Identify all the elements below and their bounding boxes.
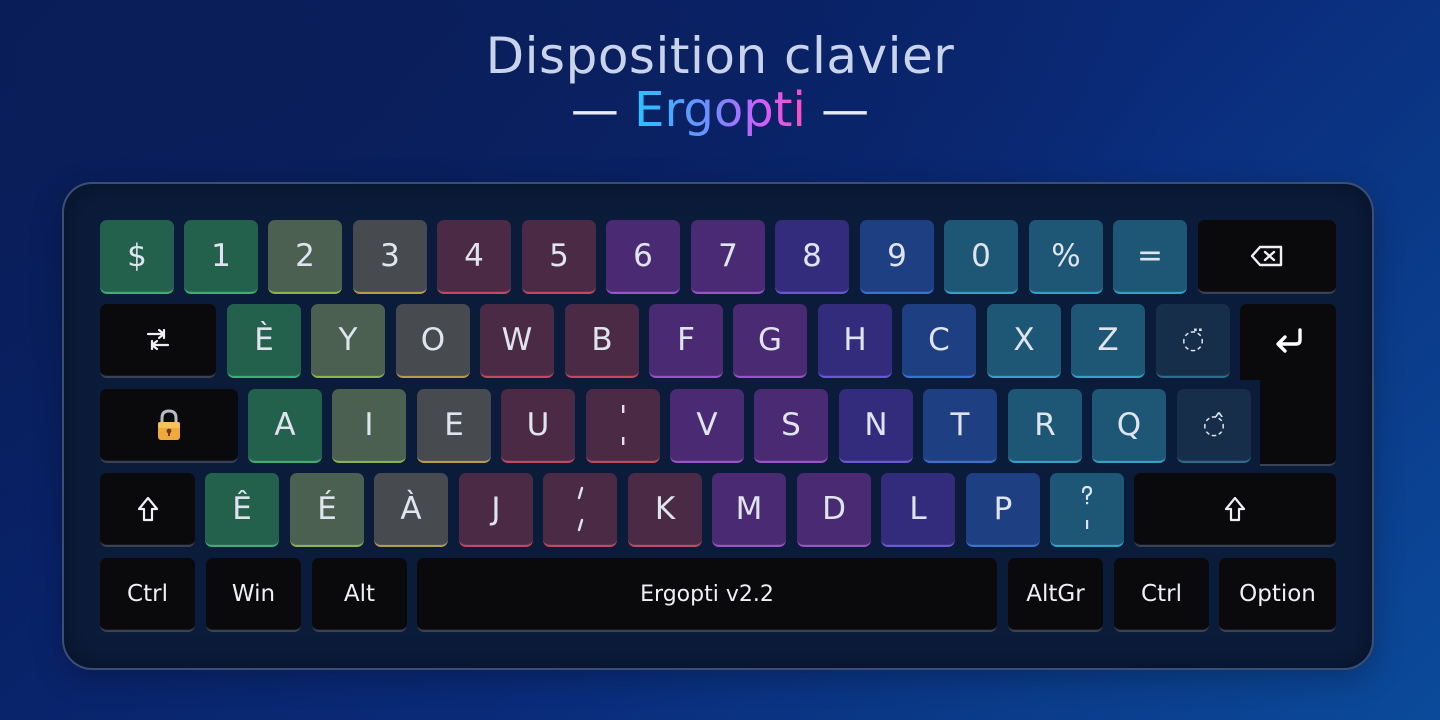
key-d[interactable]: D xyxy=(797,473,871,547)
key-question[interactable] xyxy=(1050,473,1124,547)
key-dead-trema[interactable]: ◌̈ xyxy=(1156,304,1230,378)
altgr-key[interactable]: AltGr xyxy=(1008,558,1103,632)
key-l[interactable]: L xyxy=(881,473,955,547)
key-p[interactable]: P xyxy=(966,473,1040,547)
key-g[interactable]: G xyxy=(733,304,807,378)
key-h[interactable]: H xyxy=(818,304,892,378)
tab-icon xyxy=(146,328,170,351)
key-1[interactable]: 1 xyxy=(184,220,258,294)
key-t[interactable]: T xyxy=(923,389,997,463)
key-semicolon[interactable] xyxy=(543,473,617,547)
key-3[interactable]: 3 xyxy=(353,220,427,294)
key-z[interactable]: Z xyxy=(1071,304,1145,378)
key-4[interactable]: 4 xyxy=(437,220,511,294)
key-equals[interactable]: = xyxy=(1113,220,1187,294)
key-n[interactable]: N xyxy=(839,389,913,463)
tab-key[interactable] xyxy=(100,304,216,378)
shift-icon xyxy=(137,496,158,522)
key-2[interactable]: 2 xyxy=(268,220,342,294)
key-w[interactable]: W xyxy=(480,304,554,378)
title-block: Disposition clavier — Ergopti — xyxy=(0,30,1440,135)
key-e-circumflex[interactable]: Ê xyxy=(205,473,279,547)
key-y[interactable]: Y xyxy=(311,304,385,378)
key-j[interactable]: J xyxy=(459,473,533,547)
key-u[interactable]: U xyxy=(501,389,575,463)
space-key[interactable]: Ergopti v2.2 xyxy=(417,558,997,632)
key-7[interactable]: 7 xyxy=(691,220,765,294)
key-o[interactable]: O xyxy=(396,304,470,378)
key-e-grave[interactable]: È xyxy=(227,304,301,378)
shift-right-key[interactable] xyxy=(1134,473,1336,547)
key-0[interactable]: 0 xyxy=(944,220,1018,294)
shift-icon xyxy=(1224,496,1246,522)
ctrl-right-key[interactable]: Ctrl xyxy=(1114,558,1209,632)
backspace-key[interactable] xyxy=(1198,220,1336,294)
key-k[interactable]: K xyxy=(628,473,702,547)
key-x[interactable]: X xyxy=(987,304,1061,378)
dead-circumflex-glyph: ◌̂ xyxy=(1202,410,1226,440)
key-dead-circumflex[interactable]: ◌̂ xyxy=(1177,389,1251,463)
ctrl-left-key[interactable]: Ctrl xyxy=(100,558,195,632)
alt-key[interactable]: Alt xyxy=(312,558,407,632)
key-m[interactable]: M xyxy=(712,473,786,547)
key-9[interactable]: 9 xyxy=(860,220,934,294)
key-a[interactable]: A xyxy=(248,389,322,463)
key-v[interactable]: V xyxy=(670,389,744,463)
lock-icon xyxy=(158,409,180,440)
key-i[interactable]: I xyxy=(332,389,406,463)
key-6[interactable]: 6 xyxy=(606,220,680,294)
page-title: Disposition clavier xyxy=(485,27,955,85)
caps-lock-key[interactable] xyxy=(100,389,238,463)
key-8[interactable]: 8 xyxy=(775,220,849,294)
key-q[interactable]: Q xyxy=(1092,389,1166,463)
option-key[interactable]: Option xyxy=(1219,558,1336,632)
key-percent[interactable]: % xyxy=(1029,220,1103,294)
brand-name: Ergopti xyxy=(634,81,806,138)
question-glyph xyxy=(1081,486,1093,529)
key-dollar[interactable]: $ xyxy=(100,220,174,294)
colon-glyph xyxy=(622,405,625,445)
key-c[interactable]: C xyxy=(902,304,976,378)
key-e-acute[interactable]: É xyxy=(290,473,364,547)
win-key[interactable]: Win xyxy=(206,558,301,632)
key-f[interactable]: F xyxy=(649,304,723,378)
key-colon[interactable] xyxy=(586,389,660,463)
enter-icon xyxy=(1276,328,1302,353)
dash-right: — xyxy=(805,81,870,138)
dead-trema-glyph: ◌̈ xyxy=(1181,325,1205,355)
shift-left-key[interactable] xyxy=(100,473,195,547)
dash-left: — xyxy=(570,81,635,138)
backspace-icon xyxy=(1250,245,1283,267)
key-e[interactable]: E xyxy=(417,389,491,463)
semicolon-glyph xyxy=(577,486,584,532)
page-subtitle: — Ergopti — xyxy=(0,81,1440,138)
key-5[interactable]: 5 xyxy=(522,220,596,294)
key-s[interactable]: S xyxy=(754,389,828,463)
key-b[interactable]: B xyxy=(565,304,639,378)
key-r[interactable]: R xyxy=(1008,389,1082,463)
key-a-grave[interactable]: À xyxy=(374,473,448,547)
